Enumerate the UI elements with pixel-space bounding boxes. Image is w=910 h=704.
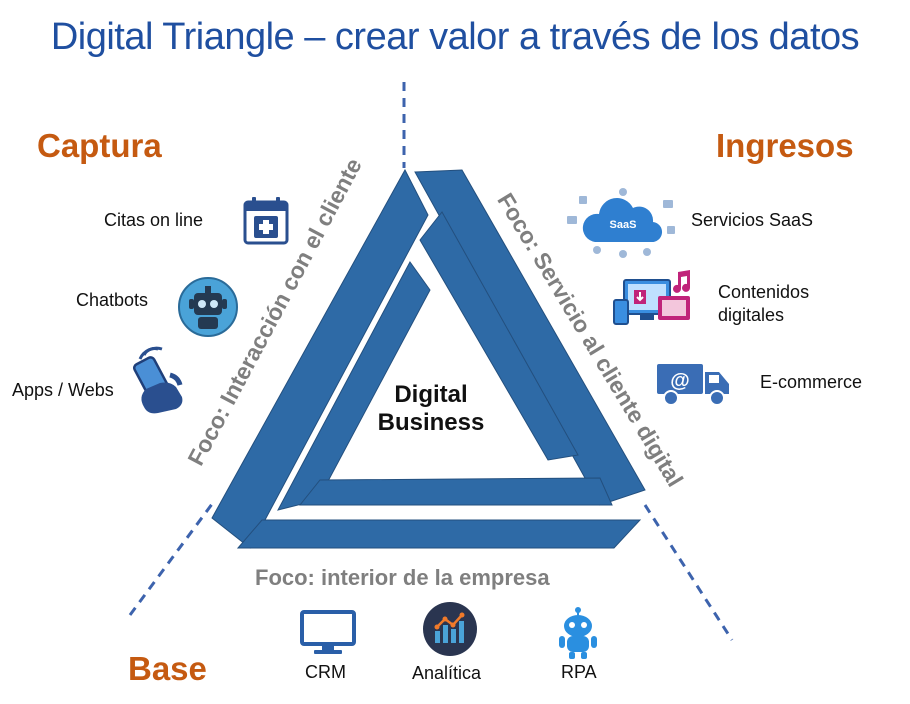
item-label-saas: Servicios SaaS [691,210,814,230]
item-label-contenidos-line2: digitales [718,305,785,325]
dashed-divider-left [128,499,217,616]
item-label-contenidos: Contenidos digitales [718,281,809,327]
digital-devices-icon [613,270,690,325]
item-label-citas: Citas on line [104,210,204,230]
item-label-chatbots: Chatbots [76,290,149,310]
hand-smartphone-icon [132,346,183,414]
truck-icon-text: @ [670,370,690,392]
corner-label-captura: Captura [37,127,162,164]
triangle-inner-bottom [298,477,613,506]
corner-label-ingresos: Ingresos [716,127,854,164]
corner-label-base: Base [128,650,207,687]
page-title: Digital Triangle – crear valor a través … [50,16,860,58]
analytics-chart-icon [423,602,477,656]
monitor-icon [300,610,356,654]
calendar-medical-icon [243,197,289,245]
triangle-bottom-bar [236,519,642,549]
item-label-ecommerce: E-commerce [760,372,863,392]
center-label-line1: Digital [394,381,468,408]
item-label-rpa: RPA [561,662,597,682]
dashed-divider-right [643,504,734,641]
item-label-analitica: Analítica [412,663,482,683]
saas-icon-text: SaaS [610,219,637,231]
item-label-contenidos-line1: Contenidos [718,282,810,302]
delivery-truck-icon: @ [657,364,729,406]
item-label-apps-webs: Apps / Webs [12,380,114,400]
robot-chatbot-icon [178,277,238,337]
center-label: Digital Business [356,381,506,437]
center-label-line2: Business [377,409,485,436]
triangle-inner-right [419,211,579,461]
cloud-saas-icon: SaaS [567,188,675,258]
rpa-robot-icon [559,607,597,659]
focus-label-bottom: Foco: interior de la empresa [255,565,550,590]
item-label-crm: CRM [305,662,346,682]
